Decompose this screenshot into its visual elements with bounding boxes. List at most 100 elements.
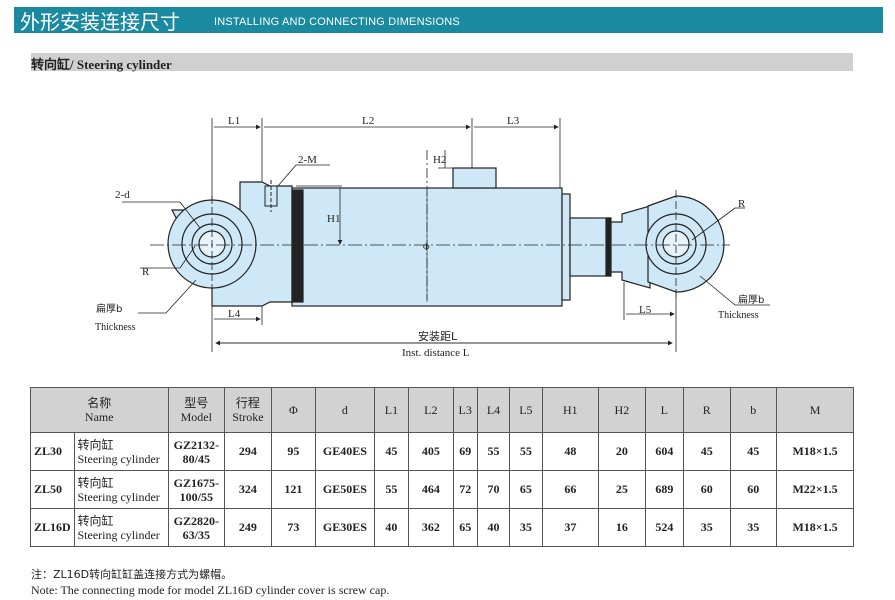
header-d: d xyxy=(315,387,375,433)
cell-H1: 37 xyxy=(541,508,600,547)
cell-type: ZL30 xyxy=(29,432,76,471)
label-R-right: R xyxy=(738,198,746,210)
cell-L3: 69 xyxy=(452,432,478,471)
cell-b: 45 xyxy=(729,432,778,471)
label-thickness-cn-left: 扁厚b xyxy=(96,302,122,315)
header-H1: H1 xyxy=(541,387,600,433)
oil-port xyxy=(264,180,278,212)
cell-L4: 40 xyxy=(476,508,511,547)
cell-b: 35 xyxy=(729,508,778,547)
cell-type: ZL16D xyxy=(29,508,76,547)
cell-H2: 25 xyxy=(598,470,646,509)
label-2-d: 2-d xyxy=(115,189,130,201)
cell-M: M18×1.5 xyxy=(776,508,854,547)
cell-stroke: 249 xyxy=(224,508,272,547)
cell-stroke: 324 xyxy=(224,470,272,509)
cell-L1: 45 xyxy=(373,432,410,471)
label-L3: L3 xyxy=(507,115,520,127)
cell-R: 60 xyxy=(683,470,731,509)
cell-type: ZL50 xyxy=(29,470,76,509)
label-L2: L2 xyxy=(362,115,374,127)
cell-L5: 55 xyxy=(509,432,543,471)
cell-L3: 72 xyxy=(452,470,478,509)
cell-L4: 70 xyxy=(476,470,511,509)
cell-d: GE50ES xyxy=(315,470,375,509)
header-L5: L5 xyxy=(509,387,543,433)
label-H1: H1 xyxy=(327,213,340,225)
header-name: 名称 Name xyxy=(30,387,169,433)
cell-L3: 65 xyxy=(452,508,478,547)
label-L5: L5 xyxy=(639,304,652,316)
cell-L2: 464 xyxy=(408,470,454,509)
header-L2: L2 xyxy=(408,387,454,433)
label-L4: L4 xyxy=(228,308,241,320)
section-title-bar: 转向缸/ Steering cylinder xyxy=(31,53,853,72)
cell-model: GZ1675-100/55 xyxy=(167,470,226,509)
table-header-row: 名称 Name 型号 Model 行程 Stroke Φ d L1 L2 L3 … xyxy=(30,387,854,433)
cell-phi: 73 xyxy=(270,508,317,547)
label-H2: H2 xyxy=(433,154,446,166)
cell-b: 60 xyxy=(729,470,778,509)
cell-M: M22×1.5 xyxy=(776,470,854,509)
cell-L4: 55 xyxy=(476,432,511,471)
page-header-band: 外形安装连接尺寸 INSTALLING AND CONNECTING DIMEN… xyxy=(14,7,883,34)
cell-R: 45 xyxy=(683,432,731,471)
header-stroke: 行程 Stroke xyxy=(224,387,272,433)
cell-L5: 65 xyxy=(509,470,543,509)
cell-stroke: 294 xyxy=(224,432,272,471)
cell-H1: 66 xyxy=(541,470,600,509)
label-inst-distance-cn: 安装距L xyxy=(418,329,458,343)
header-title-en: INSTALLING AND CONNECTING DIMENSIONS xyxy=(214,16,460,28)
label-thickness-cn-right: 扁厚b xyxy=(738,293,764,306)
header-L: L xyxy=(644,387,685,433)
cell-L: 604 xyxy=(644,432,685,471)
header-model: 型号 Model xyxy=(167,387,226,433)
header-R: R xyxy=(683,387,731,433)
header-L4: L4 xyxy=(476,387,511,433)
label-R-left: R xyxy=(142,266,150,278)
header-b: b xyxy=(729,387,778,433)
right-rod-eye xyxy=(645,195,725,293)
cell-M: M18×1.5 xyxy=(776,432,854,471)
cell-L: 524 xyxy=(644,508,685,547)
label-L1: L1 xyxy=(228,115,240,127)
cell-d: GE40ES xyxy=(315,432,375,471)
cell-L2: 362 xyxy=(408,508,454,547)
steering-cylinder-drawing: L1 L2 L3 L4 L5 H1 H2 2-M 2-d R R Φ 扁厚b T… xyxy=(95,115,770,359)
cell-phi: 121 xyxy=(270,470,317,509)
cell-model: GZ2132-80/45 xyxy=(167,432,226,471)
cell-H1: 48 xyxy=(541,432,600,471)
section-title: 转向缸/ Steering cylinder xyxy=(31,57,172,72)
label-thickness-en-right: Thickness xyxy=(718,310,759,321)
label-thickness-en-left: Thickness xyxy=(95,322,136,333)
label-2-M: 2-M xyxy=(298,154,317,166)
cell-L1: 55 xyxy=(373,470,410,509)
cell-d: GE30ES xyxy=(315,508,375,547)
cell-L5: 35 xyxy=(509,508,543,547)
header-L1: L1 xyxy=(373,387,410,433)
header-L3: L3 xyxy=(452,387,478,433)
cell-L2: 405 xyxy=(408,432,454,471)
label-inst-distance-en: Inst. distance L xyxy=(402,347,470,359)
cell-H2: 16 xyxy=(598,508,646,547)
note-cn: 注：ZL16D转向缸缸盖连接方式为螺帽。 xyxy=(31,568,233,581)
label-phi: Φ xyxy=(423,242,430,252)
cell-model: GZ2820-63/35 xyxy=(167,508,226,547)
cell-L1: 40 xyxy=(373,508,410,547)
header-H2: H2 xyxy=(598,387,646,433)
cell-R: 35 xyxy=(683,508,731,547)
header-M: M xyxy=(776,387,854,433)
dimension-table: 名称 Name 型号 Model 行程 Stroke Φ d L1 L2 L3 … xyxy=(29,387,854,547)
cell-phi: 95 xyxy=(270,432,317,471)
note-en: Note: The connecting mode for model ZL16… xyxy=(31,583,390,597)
cell-H2: 20 xyxy=(598,432,646,471)
header-title-cn: 外形安装连接尺寸 xyxy=(20,10,180,34)
cell-L: 689 xyxy=(644,470,685,509)
header-phi: Φ xyxy=(270,387,317,433)
